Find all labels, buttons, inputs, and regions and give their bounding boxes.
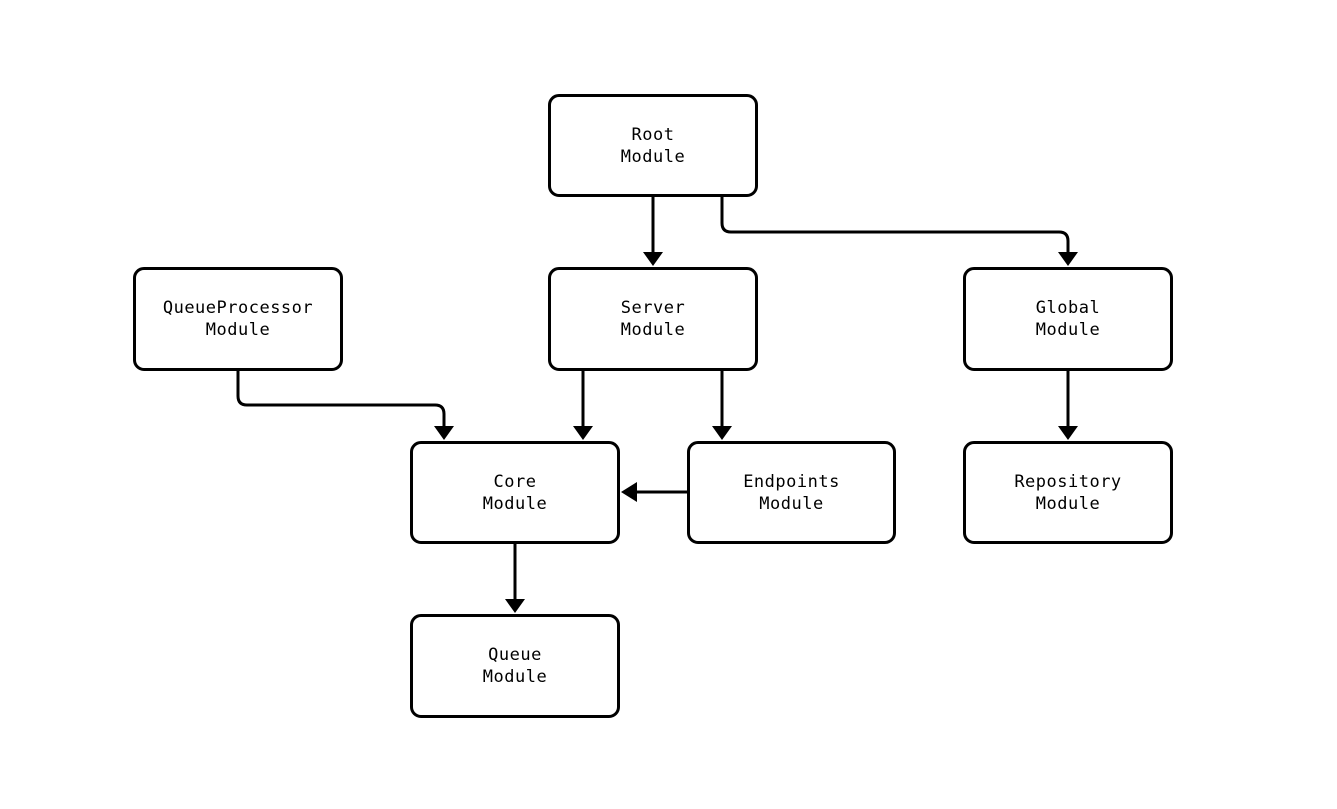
node-title: Core (493, 471, 537, 492)
edge-endpoints-to-core (621, 482, 687, 502)
node-subtitle: Module (482, 493, 548, 514)
node-subtitle: Module (620, 146, 686, 167)
node-subtitle: Module (759, 493, 824, 514)
node-title: Repository (1014, 471, 1122, 492)
node-subtitle: Module (1035, 493, 1101, 514)
edge-server-to-core (573, 371, 593, 440)
node-title: Root (631, 124, 675, 145)
arrowhead-icon (1058, 426, 1078, 440)
arrowhead-icon (621, 482, 637, 502)
node-title: Endpoints (743, 471, 840, 492)
arrowhead-icon (1058, 252, 1078, 266)
node-title: Server (620, 298, 686, 318)
arrowhead-icon (712, 426, 732, 440)
node-subtitle: Module (482, 667, 548, 687)
edge-root-to-server (643, 197, 663, 266)
edge-root-to-global (720, 197, 1078, 266)
node-title: Queue (488, 645, 542, 665)
node-subtitle: Module (1035, 320, 1101, 340)
node-title: QueueProcessor (162, 298, 314, 318)
node-subtitle: Module (205, 320, 271, 340)
edge-global-to-repository (1058, 371, 1078, 440)
node-title: Global (1035, 298, 1101, 318)
edge-core-to-queue (505, 544, 525, 613)
node-subtitle: Module (620, 320, 686, 340)
arrowhead-icon (505, 599, 525, 613)
arrowhead-icon (434, 426, 454, 440)
edge-server-to-endpoints (712, 371, 732, 440)
arrowhead-icon (643, 252, 663, 266)
arrowhead-icon (573, 426, 593, 440)
edge-queueprocessor-to-core (236, 371, 454, 440)
